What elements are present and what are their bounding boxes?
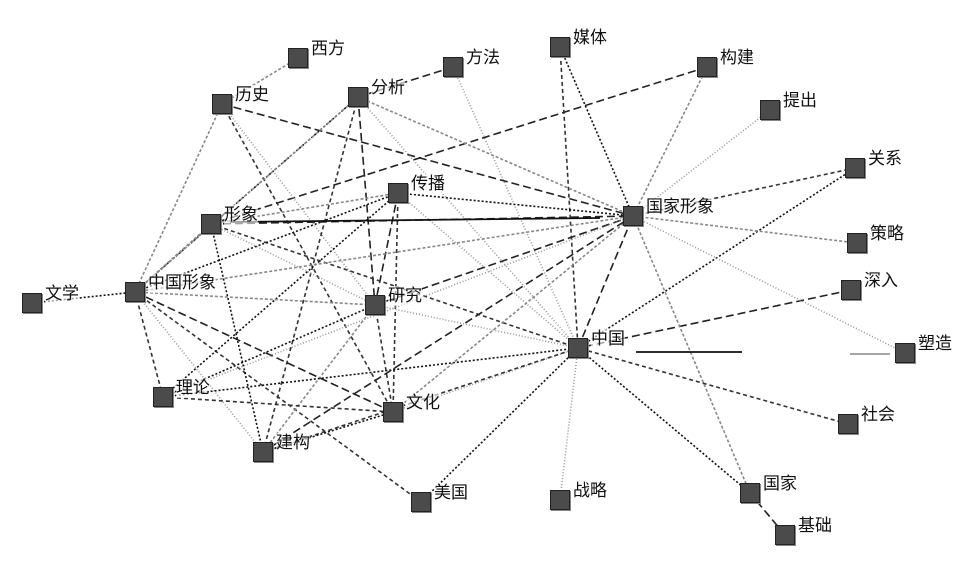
node-shehui[interactable] — [838, 414, 858, 434]
edge-celue-guojiaxingxiang — [632, 215, 858, 244]
node-label: 国家形象 — [646, 197, 714, 217]
node-guojiaxingxiang[interactable] — [623, 206, 643, 226]
edge-lishi-yanjiu — [221, 103, 376, 306]
node-label: 历史 — [235, 85, 269, 105]
edge-zhongguoxingxiang-lilun — [134, 291, 164, 398]
node-tichu[interactable] — [760, 100, 780, 120]
node-xingxiang[interactable] — [201, 214, 221, 234]
node-lilun[interactable] — [153, 387, 173, 407]
node-zhongguo[interactable] — [568, 338, 588, 358]
edge-goujian-xingxiang — [210, 66, 708, 225]
node-label: 策略 — [870, 224, 904, 244]
node-wenhua[interactable] — [383, 402, 403, 422]
node-label: 提出 — [783, 91, 817, 111]
node-label: 国家 — [763, 474, 797, 494]
edge-yanjiu-guojiaxingxiang — [374, 215, 634, 306]
edge-lishi-wenhua — [221, 103, 394, 413]
edge-meiguo-zhongguo — [420, 347, 579, 503]
edge-chuanbo-wenhua — [392, 192, 399, 413]
edge-zhongguoxingxiang-yanjiu — [134, 291, 376, 306]
edge-guojia-guojiaxingxiang — [632, 215, 751, 494]
edge-fangfa-fenxi — [357, 66, 454, 98]
edge-xingxiang-jiangou — [210, 223, 264, 453]
edge-chuanbo-lilun — [162, 192, 399, 398]
node-meiti[interactable] — [550, 37, 570, 57]
node-label: 媒体 — [573, 28, 607, 48]
edge-zhongguoxingxiang-jiangou — [134, 291, 264, 453]
edge-zhongguo-lilun — [162, 347, 579, 398]
edge-wenhua-guojiaxingxiang — [392, 215, 634, 413]
node-label: 深入 — [864, 271, 898, 291]
node-chuanbo[interactable] — [388, 183, 408, 203]
edge-chuanbo-zhongguo — [397, 192, 579, 349]
node-guanxi[interactable] — [845, 158, 865, 178]
node-label: 美国 — [434, 483, 468, 503]
node-label: 研究 — [388, 286, 422, 306]
node-label: 关系 — [868, 149, 902, 169]
node-guojia[interactable] — [740, 483, 760, 503]
edge-yanjiu-wenhua — [374, 304, 394, 413]
edge-guanxi-zhongguo — [577, 167, 856, 349]
edge-chuanbo-yanjiu — [374, 192, 399, 306]
node-label: 基础 — [798, 516, 832, 536]
node-shenru[interactable] — [841, 280, 861, 300]
node-lishi[interactable] — [212, 94, 232, 114]
node-fangfa[interactable] — [443, 57, 463, 77]
node-yanjiu[interactable] — [365, 295, 385, 315]
edge-meiti-zhongguo — [559, 46, 579, 349]
node-label: 分析 — [371, 78, 405, 98]
edge-zhongguo-jiangou — [262, 347, 579, 453]
edge-xingxiang-zhongguo — [210, 223, 579, 349]
edge-goujian-guojiaxingxiang — [632, 66, 708, 217]
edge-xingxiang-yanjiu — [210, 223, 376, 306]
node-jichu[interactable] — [775, 525, 795, 545]
edge-fangfa-zhongguo — [452, 66, 579, 349]
node-label: 战略 — [573, 481, 607, 501]
node-label: 文学 — [45, 284, 79, 304]
edge-jiangou-guojiaxingxiang — [262, 215, 634, 453]
node-label: 塑造 — [918, 334, 952, 354]
node-goujian[interactable] — [697, 57, 717, 77]
node-label: 中国 — [591, 329, 625, 349]
edge-lishi-zhongguoxingxiang — [134, 103, 223, 293]
node-label: 西方 — [311, 39, 345, 59]
node-label: 方法 — [466, 48, 500, 68]
node-meiguo[interactable] — [411, 492, 431, 512]
edge-meiti-guojiaxingxiang — [559, 46, 634, 217]
node-wenxue[interactable] — [22, 293, 42, 313]
edge-zhanlue-zhongguo — [559, 347, 579, 501]
edge-lilun-wenhua — [162, 396, 394, 413]
edge-zhongguoxingxiang-fenxi — [134, 96, 359, 293]
node-jiangou[interactable] — [253, 442, 273, 462]
node-label: 理论 — [176, 378, 210, 398]
node-label: 建构 — [276, 433, 310, 453]
node-label: 文化 — [406, 393, 440, 413]
edge-solid — [229, 217, 601, 223]
node-zhanlue[interactable] — [550, 490, 570, 510]
edge-fenxi-zhongguo — [357, 96, 579, 349]
node-label: 社会 — [861, 405, 895, 425]
node-label: 形象 — [224, 205, 258, 225]
edge-guojia-zhongguo — [577, 347, 751, 494]
edge-yanjiu-zhongguo — [374, 304, 579, 349]
node-celue[interactable] — [847, 233, 867, 253]
node-suzao[interactable] — [895, 343, 915, 363]
edge-lishi-guojiaxingxiang — [221, 103, 634, 217]
node-zhongguoxingxiang[interactable] — [125, 282, 145, 302]
node-label: 构建 — [720, 48, 754, 68]
node-label: 中国形象 — [148, 273, 216, 293]
edge-zhongguoxingxiang-chuanbo — [134, 192, 399, 293]
edge-chuanbo-guojiaxingxiang — [397, 192, 634, 217]
edge-guojiaxingxiang-zhongguoxingxiang — [134, 215, 634, 293]
node-xifang[interactable] — [288, 48, 308, 68]
node-label: 传播 — [411, 174, 445, 194]
edge-fenxi-yanjiu — [357, 96, 376, 306]
edge-shehui-zhongguo — [577, 347, 849, 425]
edge-fenxi-jiangou — [262, 96, 359, 453]
node-fenxi[interactable] — [348, 87, 368, 107]
edge-jichu-guojia — [749, 492, 786, 536]
edge-jiangou-wenhua — [262, 411, 394, 453]
